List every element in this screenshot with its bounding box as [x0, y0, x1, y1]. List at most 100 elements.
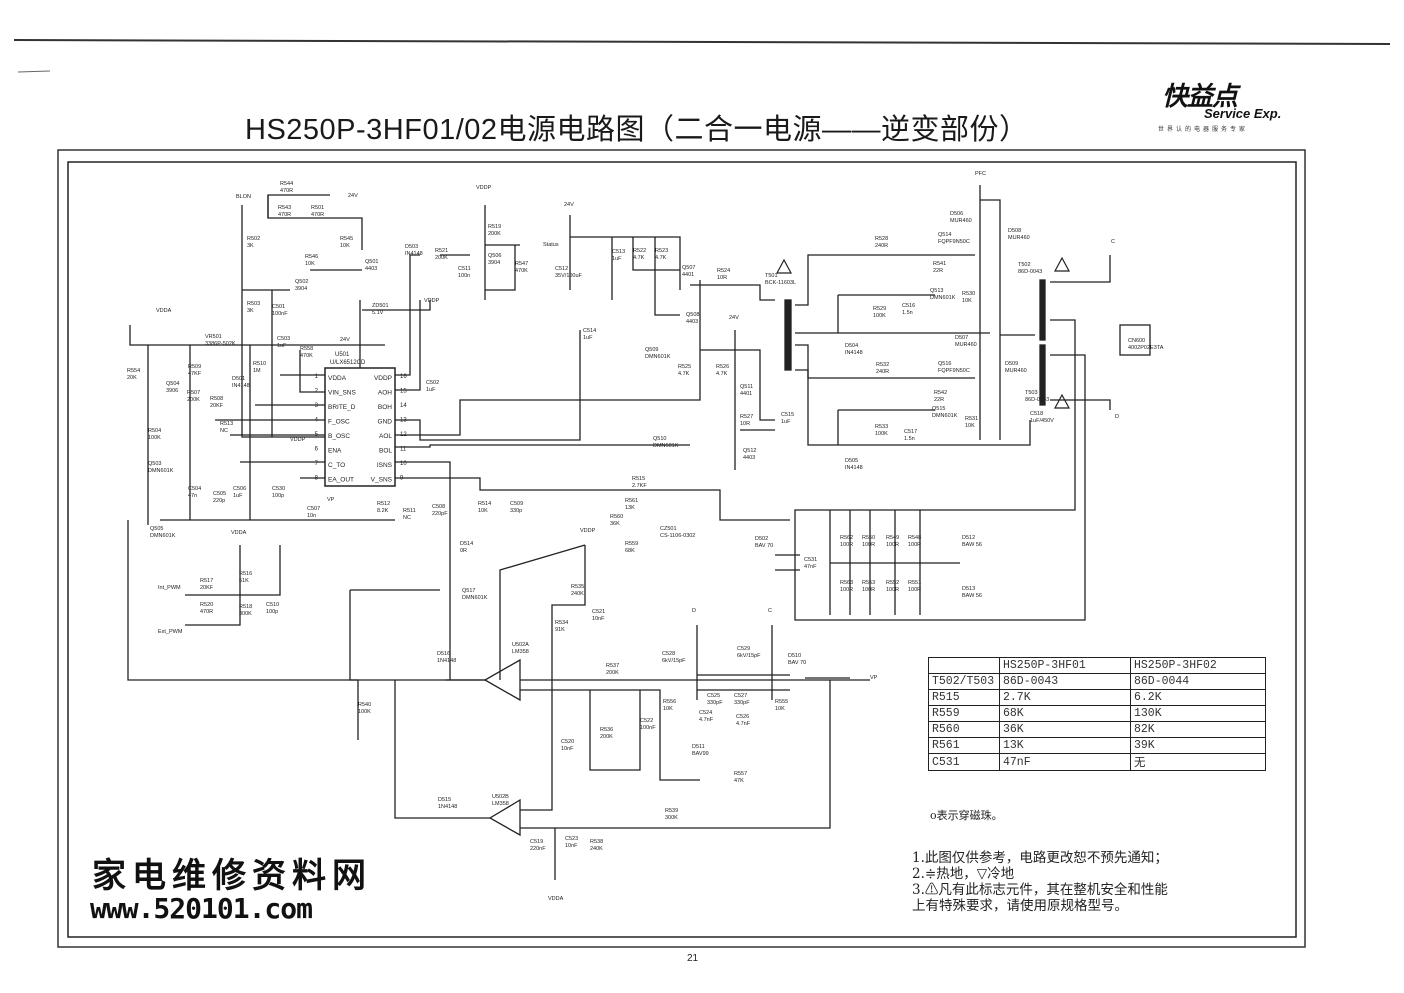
part-value-c505: 220p	[213, 498, 225, 504]
part-ref-c506: C506	[233, 486, 246, 492]
part-ref-r552: R552	[886, 580, 899, 586]
ic-pin-name: EA_OUT	[328, 477, 354, 484]
part-ref-c524: C524	[699, 710, 712, 716]
part-ref-r507: R507	[187, 390, 200, 396]
part-value-r520: 470R	[200, 609, 213, 615]
table-cell: T502/T503	[928, 673, 1000, 690]
ic-pin-name: V_SNS	[371, 477, 393, 484]
ic-pin-number: 11	[400, 447, 407, 453]
part-ref-d502: D502	[755, 536, 768, 542]
part-ref-u502a: U502A	[512, 642, 529, 648]
part-ref-q510: Q510	[653, 436, 666, 442]
part-value-c502: 1uF	[426, 387, 436, 393]
ic-pin-number: 13	[400, 418, 407, 424]
part-ref-r515: R515	[632, 476, 645, 482]
part-ref-r560: R560	[610, 514, 623, 520]
ic-pin-number: 8	[315, 476, 319, 482]
part-ref-r543: R543	[278, 205, 291, 211]
table-header	[928, 657, 1000, 674]
ic-u501-body	[324, 367, 396, 487]
part-value-q513: DMN601K	[930, 295, 956, 301]
ic-pin-name: AOL	[379, 433, 392, 440]
part-value-r561: 13K	[625, 505, 635, 511]
part-value-d509: MUR460	[1005, 368, 1027, 374]
table-header: HS250P-3HF02	[1130, 657, 1266, 674]
part-ref-c502: C502	[426, 380, 439, 386]
part-ref-r511: R511	[403, 508, 416, 514]
part-ref-d512: D512	[962, 535, 975, 541]
inner-frame	[67, 161, 1297, 938]
part-value-d502: BAV 70	[755, 543, 773, 549]
part-value-r539: 300K	[665, 815, 678, 821]
part-value-q503: DMN601K	[148, 468, 174, 474]
part-ref-q501: Q501	[365, 259, 378, 265]
part-value-r554: 20K	[127, 375, 137, 381]
part-value-c519: 220nF	[530, 846, 546, 852]
note-line: 3.⚠凡有此标志元件，其在整机安全和性能	[912, 882, 1168, 898]
ic-ref: U501	[335, 352, 350, 358]
part-ref-t503: T503	[1025, 390, 1038, 396]
part-value-r529: 100K	[873, 313, 886, 319]
part-ref-r562: R562	[840, 535, 853, 541]
part-value-r517: 20KF	[200, 585, 214, 591]
part-value-c501: 100nF	[272, 311, 288, 317]
note-line: 上有特殊要求，请使用原规格型号。	[912, 898, 1128, 914]
net-label: 24V	[729, 315, 739, 321]
part-value-r563: 100R	[840, 587, 853, 593]
part-ref-c523: C523	[565, 836, 578, 842]
table-cell: R559	[928, 705, 1000, 722]
part-ref-r553: R553	[862, 580, 875, 586]
part-ref-r533: R533	[875, 424, 888, 430]
part-ref-r504: R504	[148, 428, 161, 434]
part-value-d504: IN4148	[845, 350, 863, 356]
part-ref-r501: R501	[311, 205, 324, 211]
ic-pin-number: 14	[400, 403, 407, 409]
part-ref-r525: R525	[678, 364, 691, 370]
part-value-r538: 240K	[590, 846, 603, 852]
part-value-r518: 300K	[239, 611, 252, 617]
part-ref-r559: R559	[625, 541, 638, 547]
net-label: C	[768, 608, 772, 614]
part-value-r502: 3K	[247, 243, 254, 249]
ic-pin-number: 7	[315, 461, 319, 467]
part-value-q517: DMN601K	[462, 595, 488, 601]
part-value-u502b: LM358	[492, 801, 509, 807]
part-ref-r534: R534	[555, 620, 568, 626]
part-value-d511: BAV99	[692, 751, 709, 757]
table-cell: R561	[928, 737, 1000, 754]
part-ref-c530: C530	[272, 486, 285, 492]
part-ref-q509: Q509	[645, 347, 658, 353]
part-value-c518: 1uF/450V	[1030, 418, 1054, 424]
part-value-r514: 10K	[478, 508, 488, 514]
part-ref-r537: R537	[606, 663, 619, 669]
part-ref-q517: Q517	[462, 588, 475, 594]
part-value-c524: 4.7nF	[699, 717, 714, 723]
table-cell: 36K	[999, 721, 1131, 738]
part-value-c531: 47nF	[804, 564, 817, 570]
part-value-r550: 100R	[862, 542, 875, 548]
part-value-r544: 470R	[280, 188, 293, 194]
part-value-r522: 4.7K	[633, 255, 645, 261]
part-ref-c510: C510	[266, 602, 279, 608]
table-header: HS250P-3HF01	[999, 657, 1131, 674]
part-value-q505: DMN601K	[150, 533, 176, 539]
ic-pin-number: 1	[315, 374, 319, 380]
part-ref-r547: R547	[515, 261, 528, 267]
part-ref-c519: C519	[530, 839, 543, 845]
part-ref-q516: Q516	[938, 361, 951, 367]
part-ref-r535: R535	[571, 584, 584, 590]
net-label: VDDP	[424, 298, 440, 304]
part-value-zd501: 5.1V	[372, 310, 384, 316]
table-cell: 13K	[999, 737, 1131, 754]
part-ref-r524: R524	[717, 268, 730, 274]
part-value-r503: 3K	[247, 308, 254, 314]
part-value-r523: 4.7K	[655, 255, 667, 261]
part-ref-q513: Q513	[930, 288, 943, 294]
watermark-cn: 家电维修资料网	[92, 856, 372, 896]
part-value-c522: 100nF	[640, 725, 656, 731]
part-value-cz501: CS-1106-0302	[660, 533, 695, 539]
part-ref-r558: R558	[300, 346, 313, 352]
part-value-t503: 86D-0043	[1025, 397, 1049, 403]
